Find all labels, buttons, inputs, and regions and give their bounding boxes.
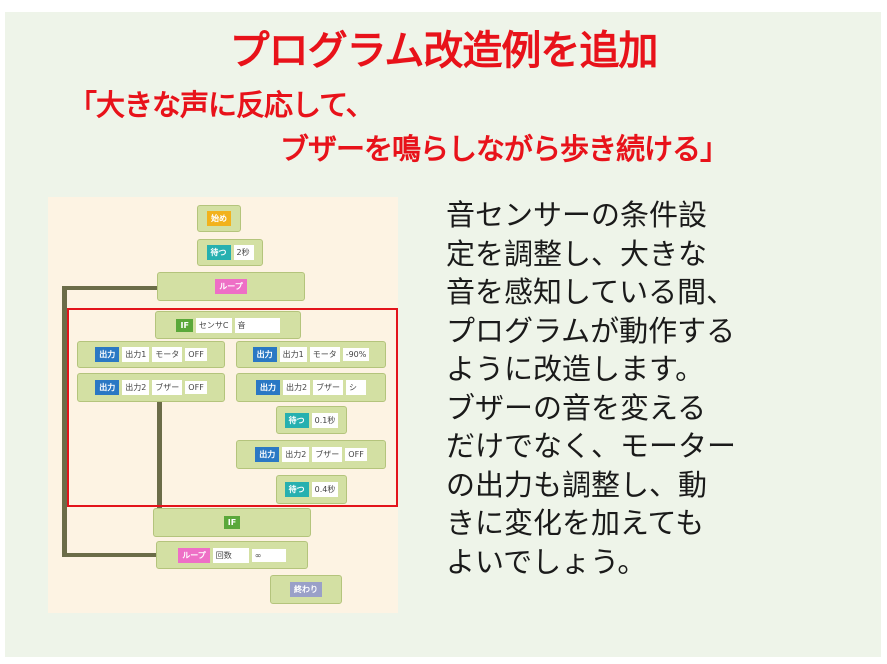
output-tag: 出力 <box>255 447 280 462</box>
slide-title: プログラム改造例を追加 <box>229 28 659 74</box>
wait-value[interactable]: 2秒 <box>233 245 254 260</box>
loop-count-value[interactable]: ∞ <box>251 548 286 562</box>
loop-tag: ループ <box>215 279 247 294</box>
output-device[interactable]: ブザー <box>313 380 344 395</box>
text-line: 音を感知している間、 <box>446 275 736 309</box>
loop-start-block[interactable]: ループ <box>157 272 305 301</box>
end-block[interactable]: 終わり <box>270 575 342 604</box>
loop-end-block[interactable]: ループ回数∞ <box>156 541 308 569</box>
output-port[interactable]: 出力2 <box>282 380 311 395</box>
output-device[interactable]: ブザー <box>312 447 343 462</box>
output-tag: 出力 <box>252 347 277 362</box>
output-tag: 出力 <box>255 380 280 395</box>
text-line: よいでしょう。 <box>446 544 647 579</box>
if-tag: IF <box>176 318 193 332</box>
description-text: 音センサーの条件設 定を調整し、大きな 音を感知している間、 プログラムが動作す… <box>446 196 776 581</box>
start-label: 始め <box>207 211 231 226</box>
if-sensor[interactable]: センサC <box>195 317 232 333</box>
if-end-tag: IF <box>223 516 241 529</box>
wait-tag: 待つ <box>206 245 231 260</box>
loop-connector-line <box>62 286 67 557</box>
output-device[interactable]: モータ <box>309 347 340 362</box>
text-line: だけでなく、モーター <box>446 429 737 463</box>
text-line: ように改造します。 <box>446 352 705 386</box>
subtitle-line1: 「大きな声に反応して、 <box>68 88 375 122</box>
wait-tag: 待つ <box>284 412 309 428</box>
loop-count-label[interactable]: 回数 <box>212 547 249 563</box>
output-port[interactable]: 出力2 <box>122 380 150 395</box>
text-line: 定を調整し、大きな <box>446 236 708 271</box>
output-tag: 出力 <box>95 347 120 362</box>
output-value[interactable]: -90% <box>342 348 370 361</box>
if-end-block[interactable]: IF <box>153 508 311 537</box>
highlight-frame <box>67 308 398 507</box>
start-block[interactable]: 始め <box>197 205 241 232</box>
text-line: 音センサーの条件設 <box>446 198 708 232</box>
output-device[interactable]: ブザー <box>152 380 183 395</box>
output-value[interactable]: OFF <box>185 348 207 361</box>
output-port[interactable]: 出力2 <box>282 447 310 462</box>
output-device[interactable]: モータ <box>152 347 183 362</box>
subtitle-line2: ブザーを鳴らしながら歩き続ける」 <box>280 132 729 166</box>
output-value[interactable]: OFF <box>345 448 367 461</box>
text-line: ブザーの音を変える <box>446 390 707 425</box>
loop-tag: ループ <box>178 547 210 563</box>
if-condition[interactable]: 音 <box>234 317 280 333</box>
output-port[interactable]: 出力1 <box>122 347 150 362</box>
output-tag: 出力 <box>95 380 120 395</box>
output-value[interactable]: シ <box>346 380 367 395</box>
loop-connector-line <box>62 553 158 557</box>
wait-tag: 待つ <box>284 482 309 497</box>
text-line: きに変化を加えても <box>446 506 705 540</box>
loop-connector-line <box>62 286 158 290</box>
wait-value[interactable]: 0.4秒 <box>311 482 339 497</box>
text-line: の出力も調整し、動 <box>446 467 708 502</box>
wait-value[interactable]: 0.1秒 <box>311 412 339 428</box>
end-label: 終わり <box>290 582 322 597</box>
text-line: プログラムが動作する <box>446 313 736 348</box>
output-port[interactable]: 出力1 <box>279 347 307 362</box>
output-value[interactable]: OFF <box>185 381 207 394</box>
if-branch-line <box>157 402 162 510</box>
